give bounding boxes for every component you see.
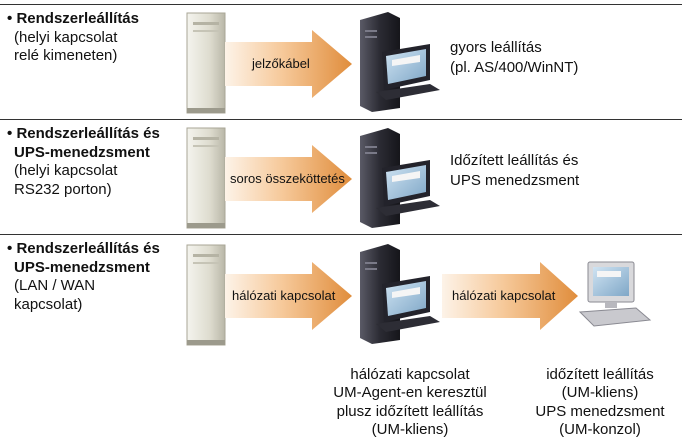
client-caption-line-3: UPS menedzsment — [535, 402, 665, 420]
row1-detail-2: relé kimeneten) — [14, 47, 118, 64]
ups-unit-3 — [186, 244, 226, 346]
separator-middle-2 — [0, 234, 682, 235]
row2-title-line-2: UPS-menedzsment — [14, 143, 150, 161]
server-computer-2 — [360, 128, 440, 228]
client-caption-line-4: (UM-konzol) — [559, 420, 641, 438]
server-computer-3 — [360, 244, 440, 344]
row2-detail-1: (helyi kapcsolat — [14, 162, 118, 179]
row2-result: Időzített leállítás és UPS menedzsment — [450, 151, 579, 191]
arrow-network-connection-1 — [225, 262, 352, 330]
row2-title-line-1: Rendszerleállítás és — [16, 125, 160, 142]
row1-description: • Rendszerleállítás (helyi kapcsolat rel… — [7, 10, 139, 66]
server-caption-line-2: UM-Agent-en keresztül — [333, 384, 487, 402]
row2-result-line-2: UPS menedzsment — [450, 172, 580, 189]
server-caption-line-1: hálózati kapcsolat — [350, 366, 470, 383]
arrow-label-signal-cable: jelzőkábel — [252, 56, 310, 71]
server-computer-1 — [360, 12, 440, 112]
arrow-label-serial-connection: soros összeköttetés — [230, 171, 345, 186]
server-caption-line-3: plusz időzített leállítás — [336, 402, 484, 420]
bullet-3: • — [7, 240, 13, 257]
bullet-1: • — [7, 10, 13, 27]
row1-title: Rendszerleállítás — [16, 10, 139, 27]
arrow-serial-connection — [225, 145, 352, 213]
separator-top — [0, 4, 682, 5]
server-caption-line-4: (UM-kliens) — [371, 420, 449, 438]
bullet-2: • — [7, 125, 13, 142]
row1-detail-1: (helyi kapcsolat — [14, 28, 118, 46]
arrow-network-connection-2 — [442, 262, 578, 330]
row1-result-line-1: gyors leállítás — [450, 39, 542, 56]
row3-title-line-2: UPS-menedzsment — [14, 258, 150, 276]
row2-detail-2: RS232 porton) — [14, 180, 112, 198]
ups-unit-1 — [186, 12, 226, 114]
row2-description: • Rendszerleállítás és UPS-menedzsment (… — [7, 125, 160, 199]
row2-result-line-1: Időzített leállítás és — [450, 152, 579, 169]
row1-result: gyors leállítás (pl. AS/400/WinNT) — [450, 38, 578, 78]
row3-detail-1: (LAN / WAN — [14, 277, 96, 294]
row3-title-line-1: Rendszerleállítás és — [16, 240, 160, 257]
client-caption-line-1: időzített leállítás — [546, 366, 654, 383]
server-caption: hálózati kapcsolat UM-Agent-en keresztül… — [300, 366, 520, 439]
arrow-label-network-connection-2: hálózati kapcsolat — [452, 288, 556, 303]
row1-result-line-2: (pl. AS/400/WinNT) — [450, 59, 579, 76]
ups-unit-2 — [186, 127, 226, 229]
client-caption: időzített leállítás (UM-kliens) UPS mene… — [520, 366, 680, 439]
client-computer — [578, 261, 652, 327]
arrow-signal-cable — [225, 30, 352, 98]
row3-detail-2: kapcsolat) — [14, 295, 83, 313]
separator-middle-1 — [0, 119, 682, 120]
client-caption-line-2: (UM-kliens) — [561, 384, 639, 402]
arrow-label-network-connection-1: hálózati kapcsolat — [232, 288, 336, 303]
row3-description: • Rendszerleállítás és UPS-menedzsment (… — [7, 240, 160, 314]
